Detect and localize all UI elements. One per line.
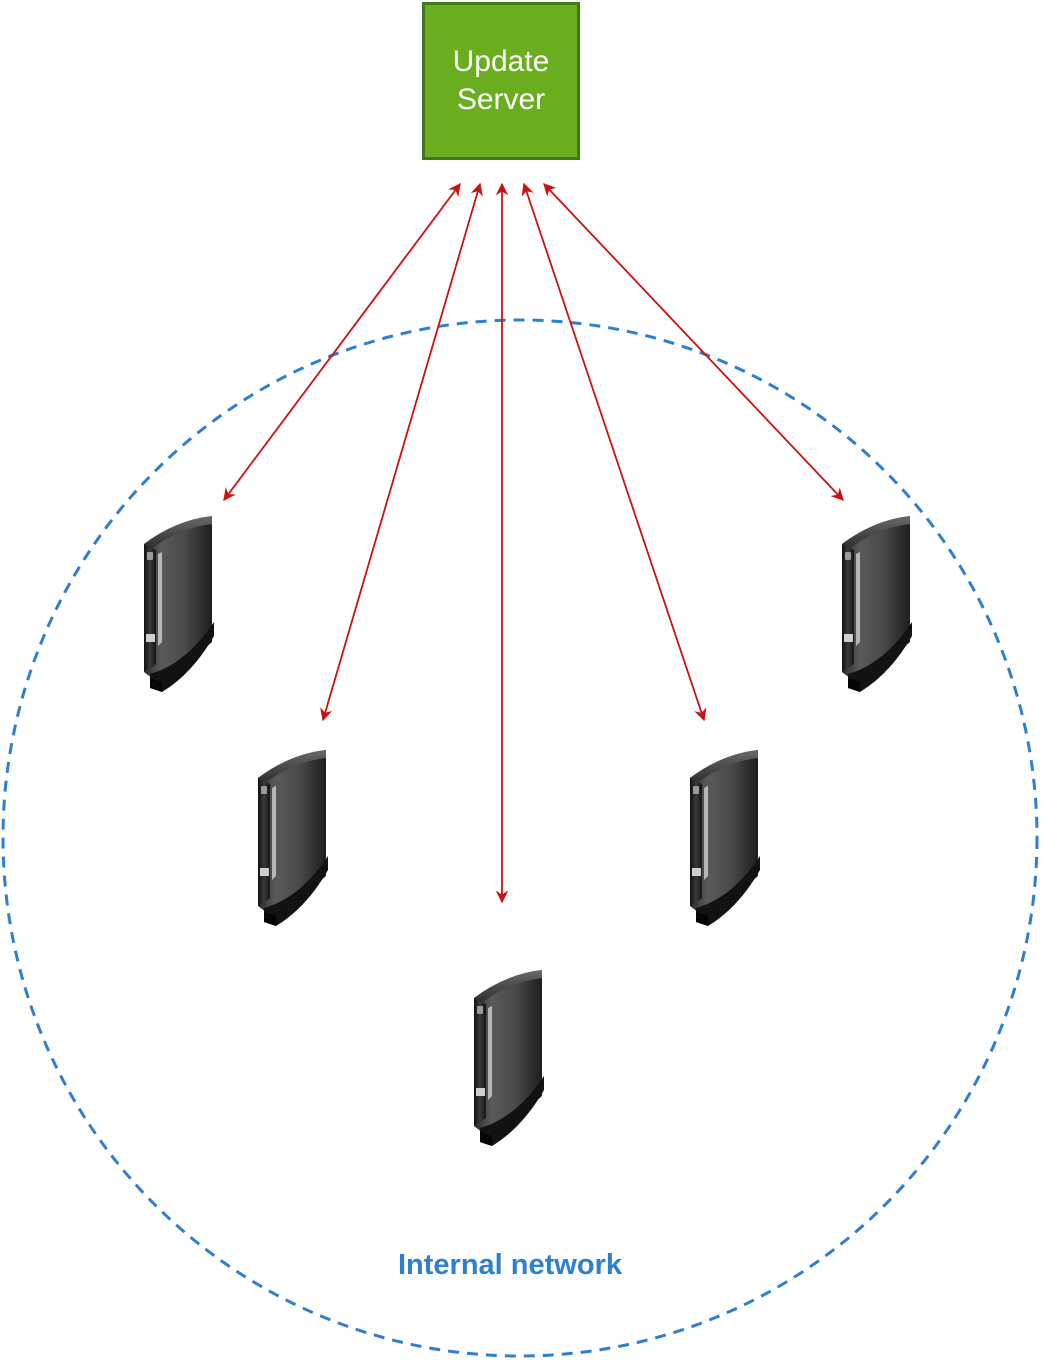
connection-arrow-5 [543, 183, 844, 501]
update-server-node: Update Server [422, 2, 580, 160]
connection-arrow-2 [320, 182, 483, 722]
devices [144, 516, 912, 1146]
thin-client-icon [842, 516, 912, 692]
thin-client-icon [474, 970, 544, 1146]
update-server-label: Update Server [452, 45, 550, 116]
thin-client-icon [690, 750, 760, 926]
connections [223, 182, 844, 904]
thin-client-icon [144, 516, 214, 692]
internal-network-label: Internal network [398, 1249, 622, 1281]
internal-network-boundary [1, 318, 1039, 1358]
thin-client-icon [258, 750, 328, 926]
connection-arrow-1 [223, 182, 461, 502]
connection-arrow-4 [521, 182, 707, 722]
